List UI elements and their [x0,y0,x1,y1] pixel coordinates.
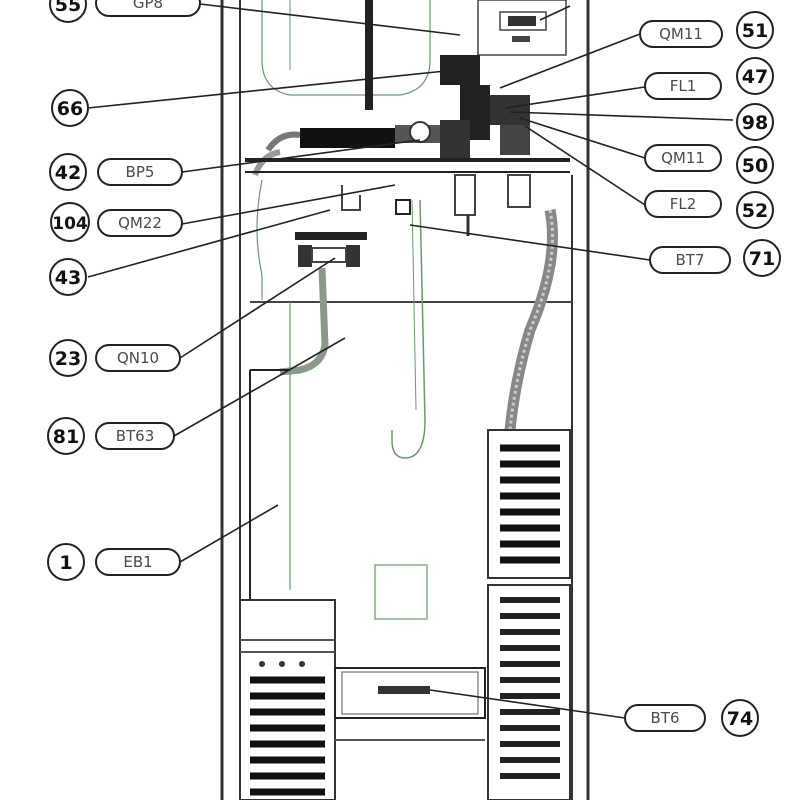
component-code: QM22 [118,214,162,232]
callout-number: 81 [53,426,79,448]
callout-52-fl2: FL2 52 [644,190,774,229]
unit-drawing [220,0,590,800]
component-code: GP8 [133,0,163,12]
callout-81-bt63: 81 BT63 [47,417,175,455]
callout-number: 55 [55,0,81,16]
callout-number: 74 [727,708,753,730]
callout-51-qm11: QM11 51 [639,11,774,49]
component-code: BP5 [126,163,155,181]
callout-number: 23 [55,348,81,370]
callout-50-qm11: QM11 50 [644,144,774,184]
callout-number: 52 [742,200,768,222]
callout-98: 98 [736,103,774,141]
callout-number: 1 [59,552,72,574]
callout-23-qn10: 23 QN10 [49,339,181,377]
callout-43: 43 [49,258,87,296]
component-code: FL1 [670,77,697,95]
callout-55-gp8: 55 GP8 [49,0,201,23]
callout-number: 47 [742,66,768,88]
component-code: QN10 [117,349,159,367]
component-code: FL2 [670,195,697,213]
component-code: BT7 [676,251,705,269]
callout-number: 50 [742,155,768,177]
callout-74-bt6: BT6 74 [624,699,759,737]
callout-66: 66 [51,89,89,127]
callout-number: 98 [742,112,768,134]
callout-42-bp5: 42 BP5 [49,153,183,191]
component-code: BT63 [116,427,155,445]
callout-104-qm22: 104 QM22 [50,202,183,242]
callout-number: 43 [55,267,81,289]
component-code: BT6 [651,709,680,727]
callout-47-fl1: FL1 47 [644,57,774,100]
component-code: EB1 [123,553,152,571]
callout-number: 42 [55,162,81,184]
callout-number: 71 [749,248,775,270]
callout-number: 104 [52,214,88,234]
leader-lines [87,3,734,719]
callout-1-eb1: 1 EB1 [47,543,181,581]
callout-71-bt7: BT7 71 [649,239,781,277]
component-code: QM11 [661,149,705,167]
callout-number: 51 [742,20,768,42]
callout-number: 66 [57,98,83,120]
component-code: QM11 [659,25,703,43]
